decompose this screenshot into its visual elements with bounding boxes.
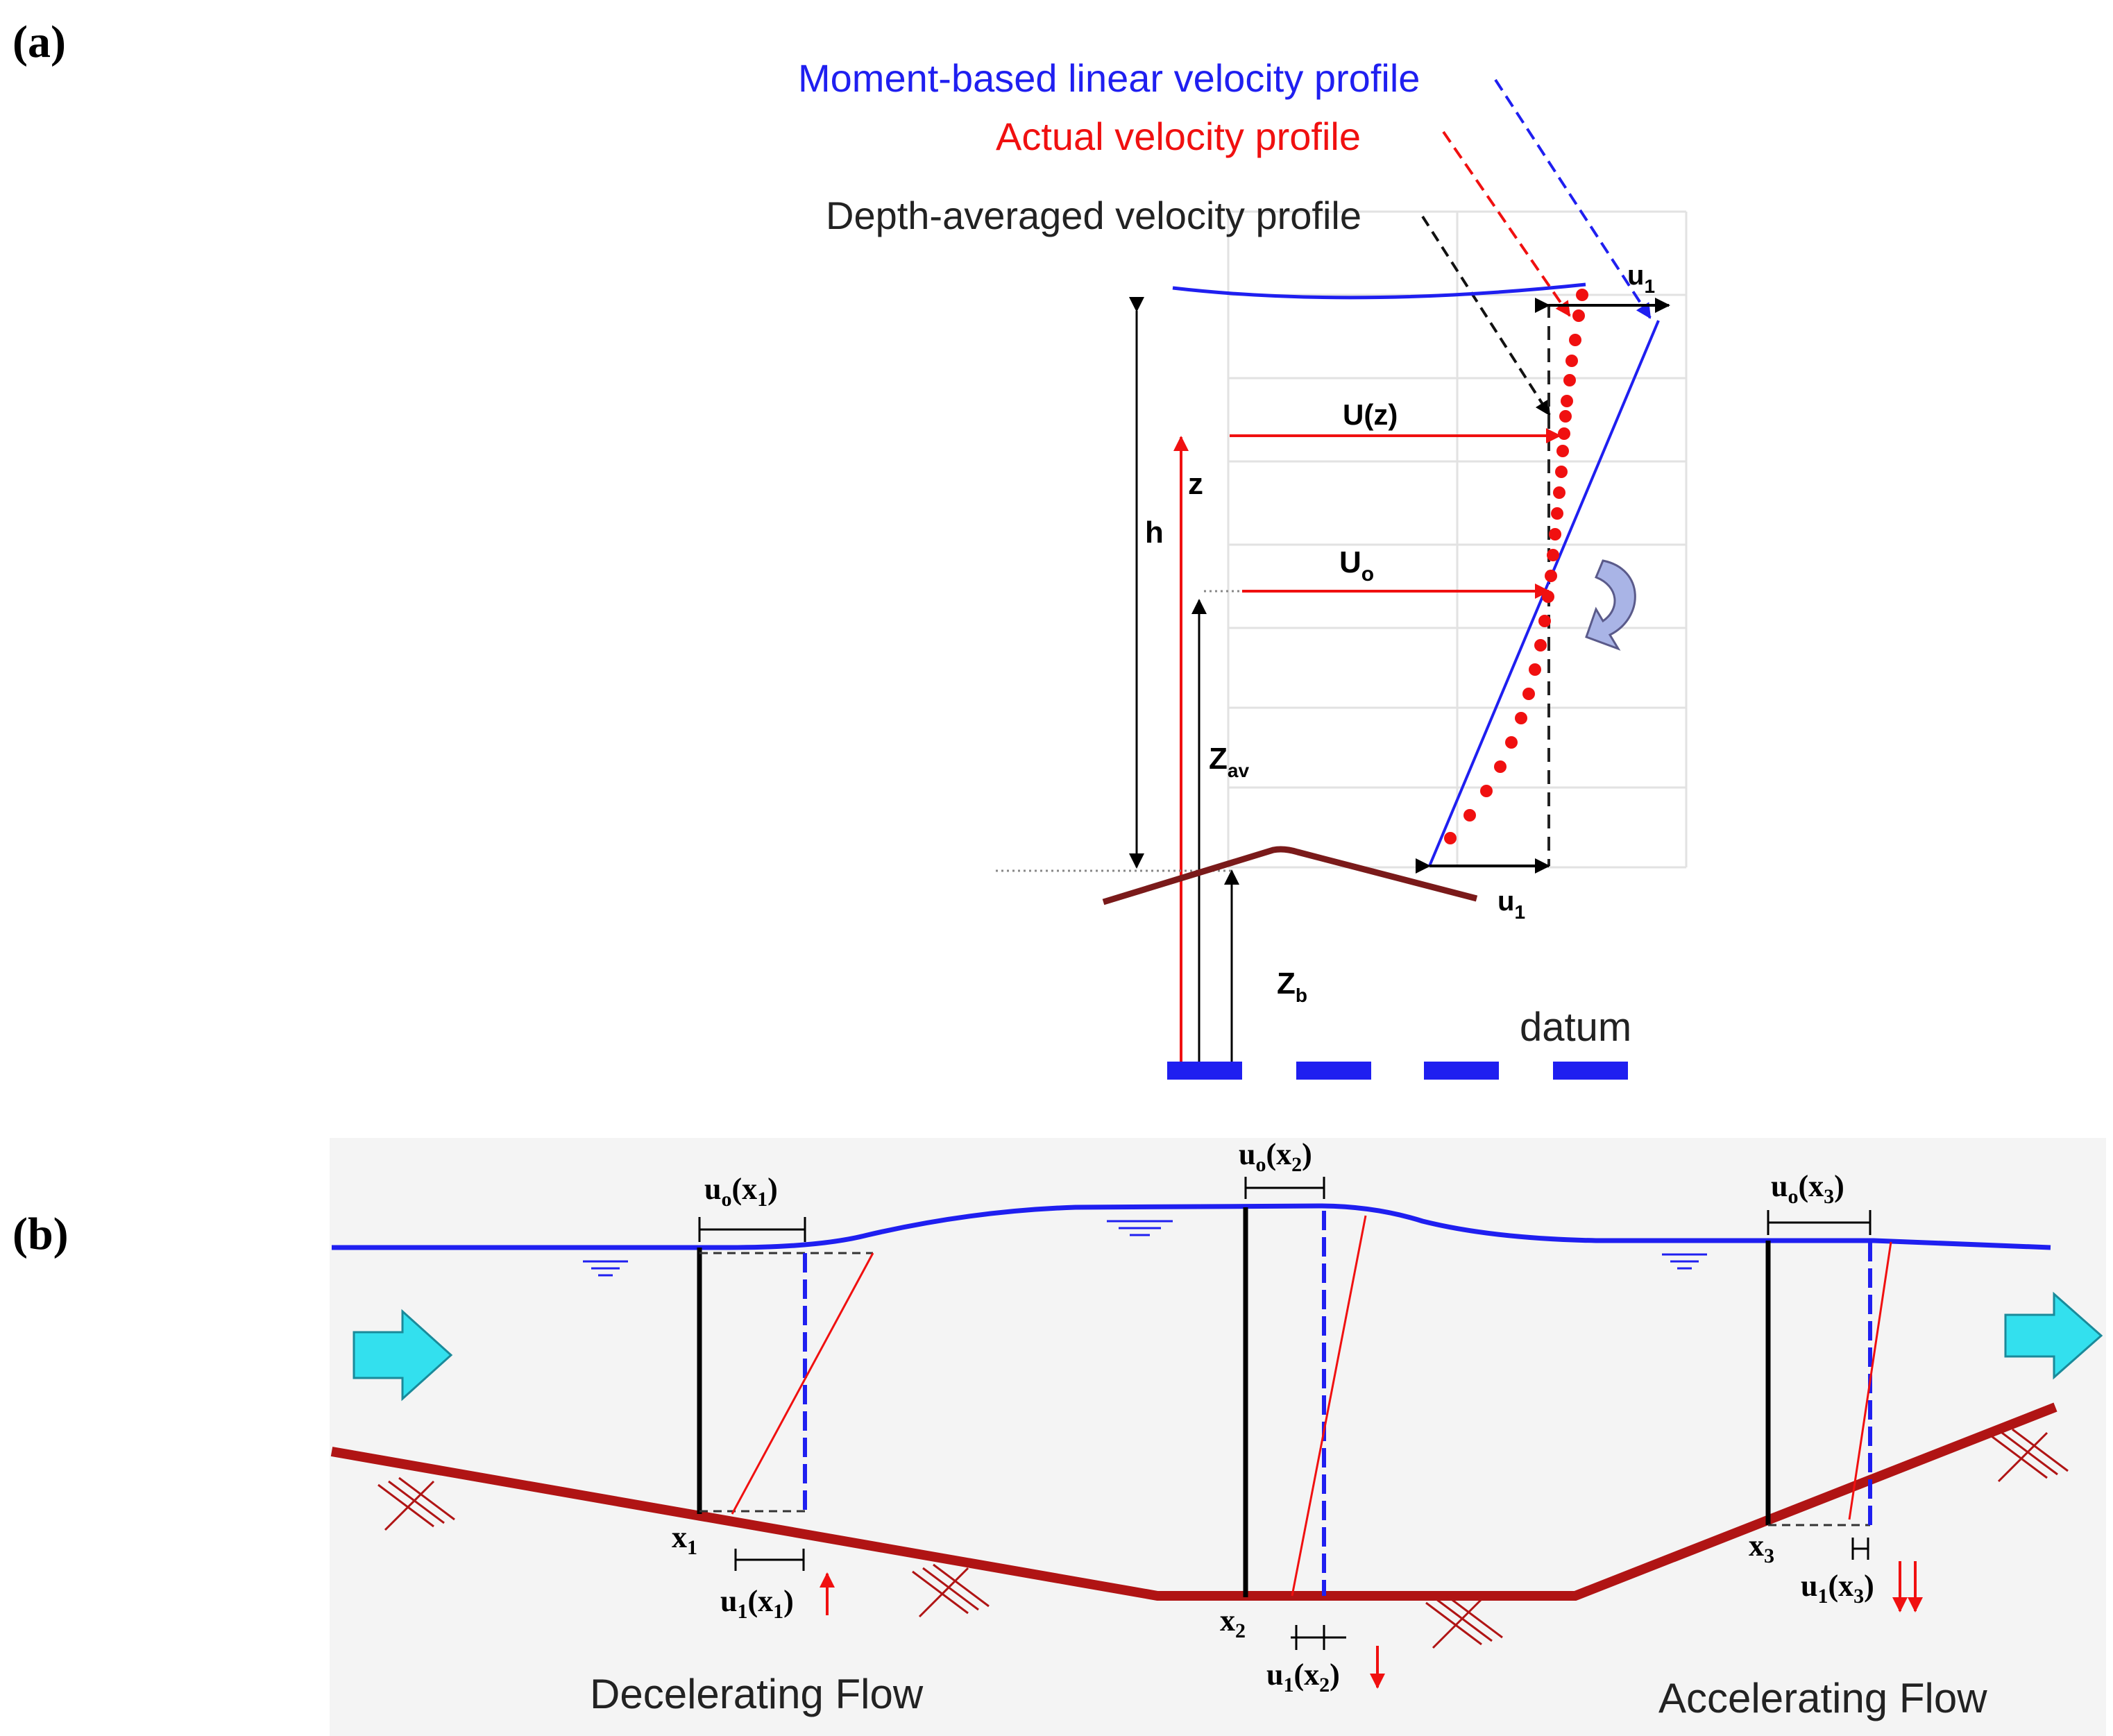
datum-line [1167, 1062, 1628, 1080]
zb-label: Zb [1277, 967, 1307, 1006]
uz-label: U(z) [1343, 398, 1398, 431]
h-label: h [1145, 516, 1164, 550]
u1-x2-label: u1(x2) [1266, 1658, 1340, 1696]
panel-b: (b) [12, 1137, 2106, 1736]
water-surface-a [1172, 282, 1586, 300]
u1-x3-label: u1(x3) [1801, 1569, 1874, 1608]
u1-bottom-label: u1 [1497, 886, 1525, 923]
leader-depth-averaged [1421, 215, 1551, 416]
panel-a: (a) Moment-based linear velocity profile… [12, 17, 1688, 1080]
legend-moment-based: Moment-based linear velocity profile [798, 56, 1420, 100]
accelerating-flow-label: Accelerating Flow [1658, 1675, 1987, 1721]
u1-top-label: u1 [1627, 260, 1655, 297]
u1-x1-label: u1(x1) [720, 1584, 794, 1623]
profile-grid [1227, 210, 1688, 869]
datum-label: datum [1520, 1005, 1631, 1050]
leader-moment-based [1494, 78, 1652, 319]
section-x2: uo(x2) x2 u1(x2) [1220, 1137, 1385, 1696]
bed-hatching [377, 1428, 2069, 1649]
flow-arrow-right-icon [2004, 1291, 2103, 1380]
leader-actual [1442, 130, 1571, 317]
x1-label: x1 [672, 1520, 697, 1559]
bed-a [1102, 846, 1478, 905]
rotation-arrow-icon [1585, 559, 1636, 651]
water-surface-b [332, 1203, 2051, 1250]
panel-b-label: (b) [12, 1209, 69, 1259]
bed-b [330, 1402, 2057, 1601]
x3-label: x3 [1749, 1529, 1774, 1567]
uo-x1-label: uo(x1) [704, 1172, 778, 1211]
uo-x3-label: uo(x3) [1771, 1169, 1844, 1208]
actual-velocity-profile [1444, 289, 1588, 844]
zav-label: Zav [1209, 742, 1249, 781]
uo-label: Uo [1339, 545, 1374, 586]
panel-b-background [330, 1138, 2106, 1736]
water-level-symbols [583, 1220, 1707, 1277]
decelerating-flow-label: Decelerating Flow [590, 1671, 924, 1717]
section-x3: uo(x3) x3 u1(x3) [1749, 1169, 1923, 1612]
x2-label: x2 [1220, 1603, 1246, 1642]
legend-depth-averaged: Depth-averaged velocity profile [826, 194, 1361, 237]
legend-actual: Actual velocity profile [996, 114, 1361, 158]
panel-a-label: (a) [12, 17, 66, 67]
flow-arrow-left-icon [353, 1309, 453, 1402]
uo-x2-label: uo(x2) [1239, 1137, 1312, 1176]
z-label: z [1188, 467, 1203, 501]
section-x1: uo(x1) x1 u1(x1) [672, 1172, 874, 1623]
